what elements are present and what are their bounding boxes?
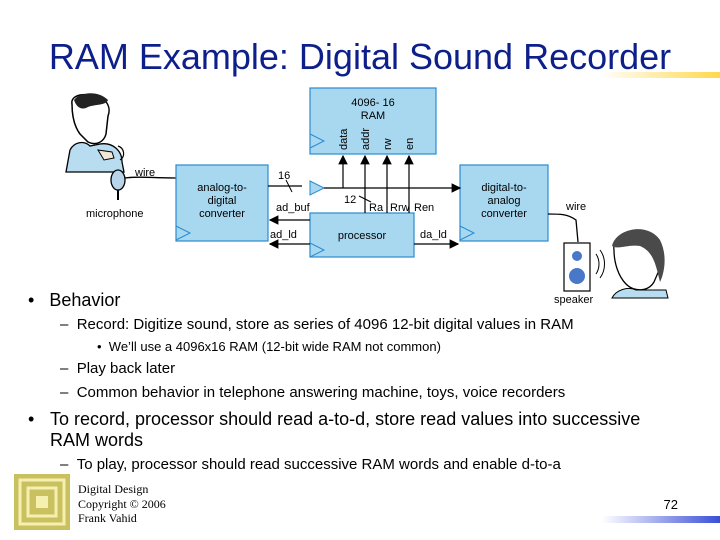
person-right-icon <box>611 229 669 299</box>
bus-width-12: 12 <box>344 194 356 206</box>
svg-text:analog-to-: analog-to- <box>197 182 247 194</box>
svg-text:da_ld: da_ld <box>420 229 447 241</box>
svg-text:ad_ld: ad_ld <box>270 229 297 241</box>
bus-width-16: 16 <box>278 170 290 182</box>
footer-copyright: Digital Design Copyright © 2006 Frank Va… <box>78 482 166 525</box>
svg-text:digital: digital <box>208 195 237 207</box>
svg-text:converter: converter <box>199 208 245 220</box>
adc-box <box>175 164 269 242</box>
slide-title: RAM Example: Digital Sound Recorder <box>48 36 672 77</box>
svg-text:digital-to-: digital-to- <box>481 182 527 194</box>
dac-box <box>459 164 549 242</box>
footer-accent-bar <box>602 516 720 523</box>
svg-text:Ren: Ren <box>414 202 434 214</box>
svg-text:analog: analog <box>487 195 520 207</box>
microphone-icon <box>110 169 177 200</box>
sound-recorder-diagram: wire microphone 4096- 16 RAM data addr r… <box>65 87 669 306</box>
speaker-label: speaker <box>554 294 593 306</box>
processor-label: processor <box>338 230 387 242</box>
page-number: 72 <box>663 497 678 512</box>
ram-label: RAM <box>361 110 385 122</box>
book-logo-icon <box>14 474 70 530</box>
processor-box <box>309 212 415 258</box>
bullet-record: – Record: Digitize sound, store as serie… <box>60 316 574 333</box>
ram-size-label: 4096- 16 <box>351 97 394 109</box>
svg-text:ad_buf: ad_buf <box>276 202 311 214</box>
wire-left-label: wire <box>134 167 155 179</box>
person-left-icon <box>65 93 125 173</box>
bullet-common-behavior: – Common behavior in telephone answering… <box>60 384 566 401</box>
bullet-to-record: • To record, processor should read a-to-… <box>28 409 641 450</box>
svg-text:Rrw: Rrw <box>390 202 410 214</box>
ram-port-addr: addr <box>360 128 372 150</box>
bullet-to-play: – To play, processor should read success… <box>60 456 561 473</box>
speaker-icon <box>563 242 605 292</box>
ram-port-en: en <box>404 138 416 150</box>
ram-port-data: data <box>338 128 350 150</box>
title-accent-bar <box>600 72 720 78</box>
ram-port-rw: rw <box>382 138 394 150</box>
microphone-label: microphone <box>86 208 143 220</box>
bullet-playback: – Play back later <box>60 360 176 377</box>
svg-text:converter: converter <box>481 208 527 220</box>
svg-text:Ra: Ra <box>369 202 384 214</box>
bullet-behavior: • Behavior <box>28 290 121 310</box>
wire-right-label: wire <box>565 201 586 213</box>
ram-box <box>309 87 437 155</box>
bullet-ram-size: • We’ll use a 4096x16 RAM (12-bit wide R… <box>97 339 441 354</box>
